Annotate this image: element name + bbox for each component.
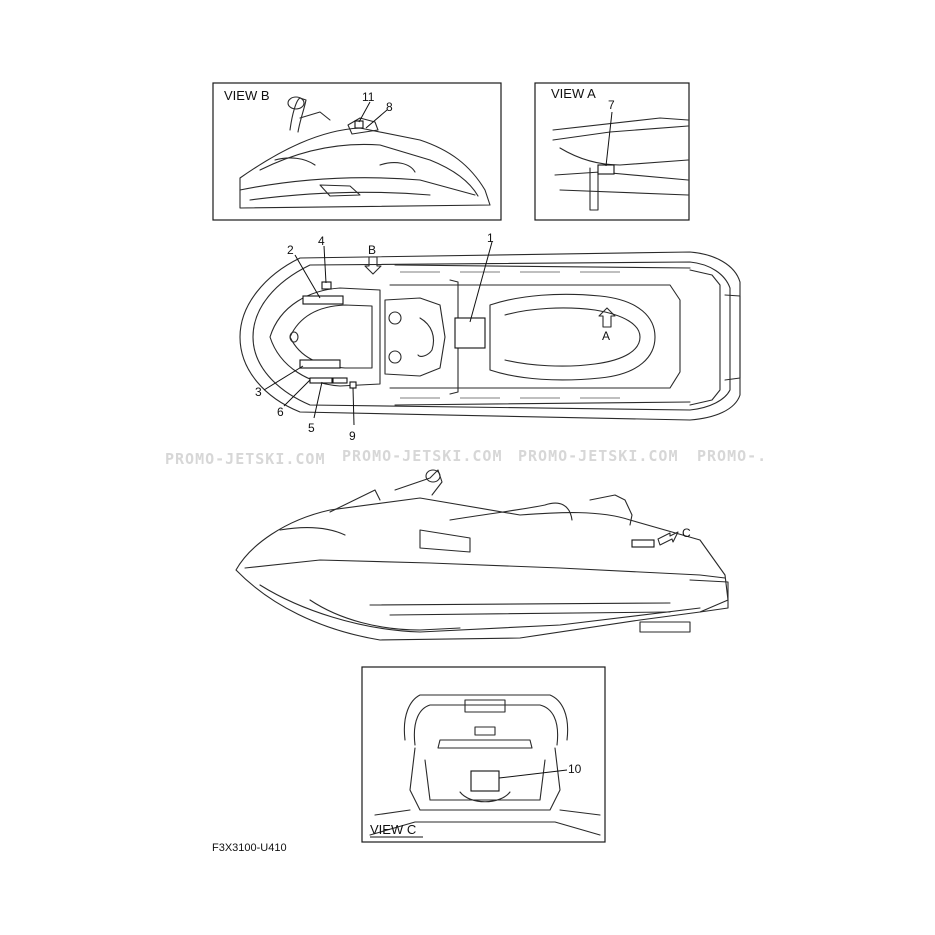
- arrow-a-label: A: [602, 329, 610, 343]
- decal-4: [321, 281, 332, 290]
- callout-1: 1: [487, 231, 494, 245]
- leader-1: [469, 241, 493, 323]
- leader-2: [294, 254, 321, 299]
- leader-9: [352, 387, 355, 426]
- top-view: 1 2 4 3 6 5 9 B A: [239, 231, 741, 443]
- decal-3: [299, 359, 341, 369]
- arrow-b-icon: [364, 256, 382, 275]
- leader-6: [283, 379, 311, 407]
- callout-7: 7: [608, 98, 615, 112]
- side-view: C: [235, 469, 729, 641]
- arrow-c-label: C: [682, 526, 691, 540]
- arrow-b-label: B: [368, 243, 376, 257]
- callout-5: 5: [308, 421, 315, 435]
- watermark-4: PROMO-.: [697, 447, 767, 465]
- callout-2: 2: [287, 243, 294, 257]
- watermark-row: PROMO-JETSKI.COM PROMO-JETSKI.COM PROMO-…: [165, 447, 767, 468]
- leader-8: [365, 109, 388, 129]
- callout-6: 6: [277, 405, 284, 419]
- arrow-c-icon: [657, 531, 679, 546]
- leader-3: [263, 365, 304, 391]
- leader-10: [498, 769, 568, 779]
- view-c-title: VIEW C: [370, 822, 416, 837]
- decal-5: [332, 377, 348, 384]
- callout-10: 10: [568, 762, 582, 776]
- diagram-code: F3X3100-U410: [212, 842, 287, 854]
- view-b-title: VIEW B: [224, 88, 270, 103]
- view-b-drawing: [239, 96, 491, 209]
- view-c-panel: 10 VIEW C: [361, 666, 606, 843]
- view-a-panel: VIEW A 7: [534, 82, 690, 221]
- decal-9: [349, 381, 357, 389]
- view-a-title: VIEW A: [551, 86, 596, 101]
- leader-4: [323, 245, 327, 284]
- callout-11: 11: [362, 90, 375, 104]
- decal-2: [302, 295, 344, 305]
- watermark-2: PROMO-JETSKI.COM: [342, 447, 503, 465]
- leader-11: [358, 101, 371, 123]
- watermark-3: PROMO-JETSKI.COM: [518, 447, 679, 465]
- leader-5: [313, 381, 323, 419]
- decal-1: [454, 317, 486, 349]
- callout-8: 8: [386, 100, 393, 114]
- view-a-drawing: [552, 117, 689, 211]
- view-a-frame: [534, 82, 690, 221]
- watermark-1: PROMO-JETSKI.COM: [165, 450, 326, 468]
- callout-9: 9: [349, 429, 356, 443]
- decal-6: [309, 377, 333, 384]
- decal-side: [631, 539, 655, 548]
- decal-10: [470, 770, 500, 792]
- leader-7: [605, 111, 613, 167]
- view-b-panel: VIEW B 11 8: [212, 82, 502, 221]
- arrow-a-icon: [598, 307, 616, 328]
- view-c-frame: [361, 666, 606, 843]
- view-b-frame: [212, 82, 502, 221]
- view-c-drawing: [369, 694, 601, 836]
- callout-3: 3: [255, 385, 262, 399]
- callout-4: 4: [318, 234, 325, 248]
